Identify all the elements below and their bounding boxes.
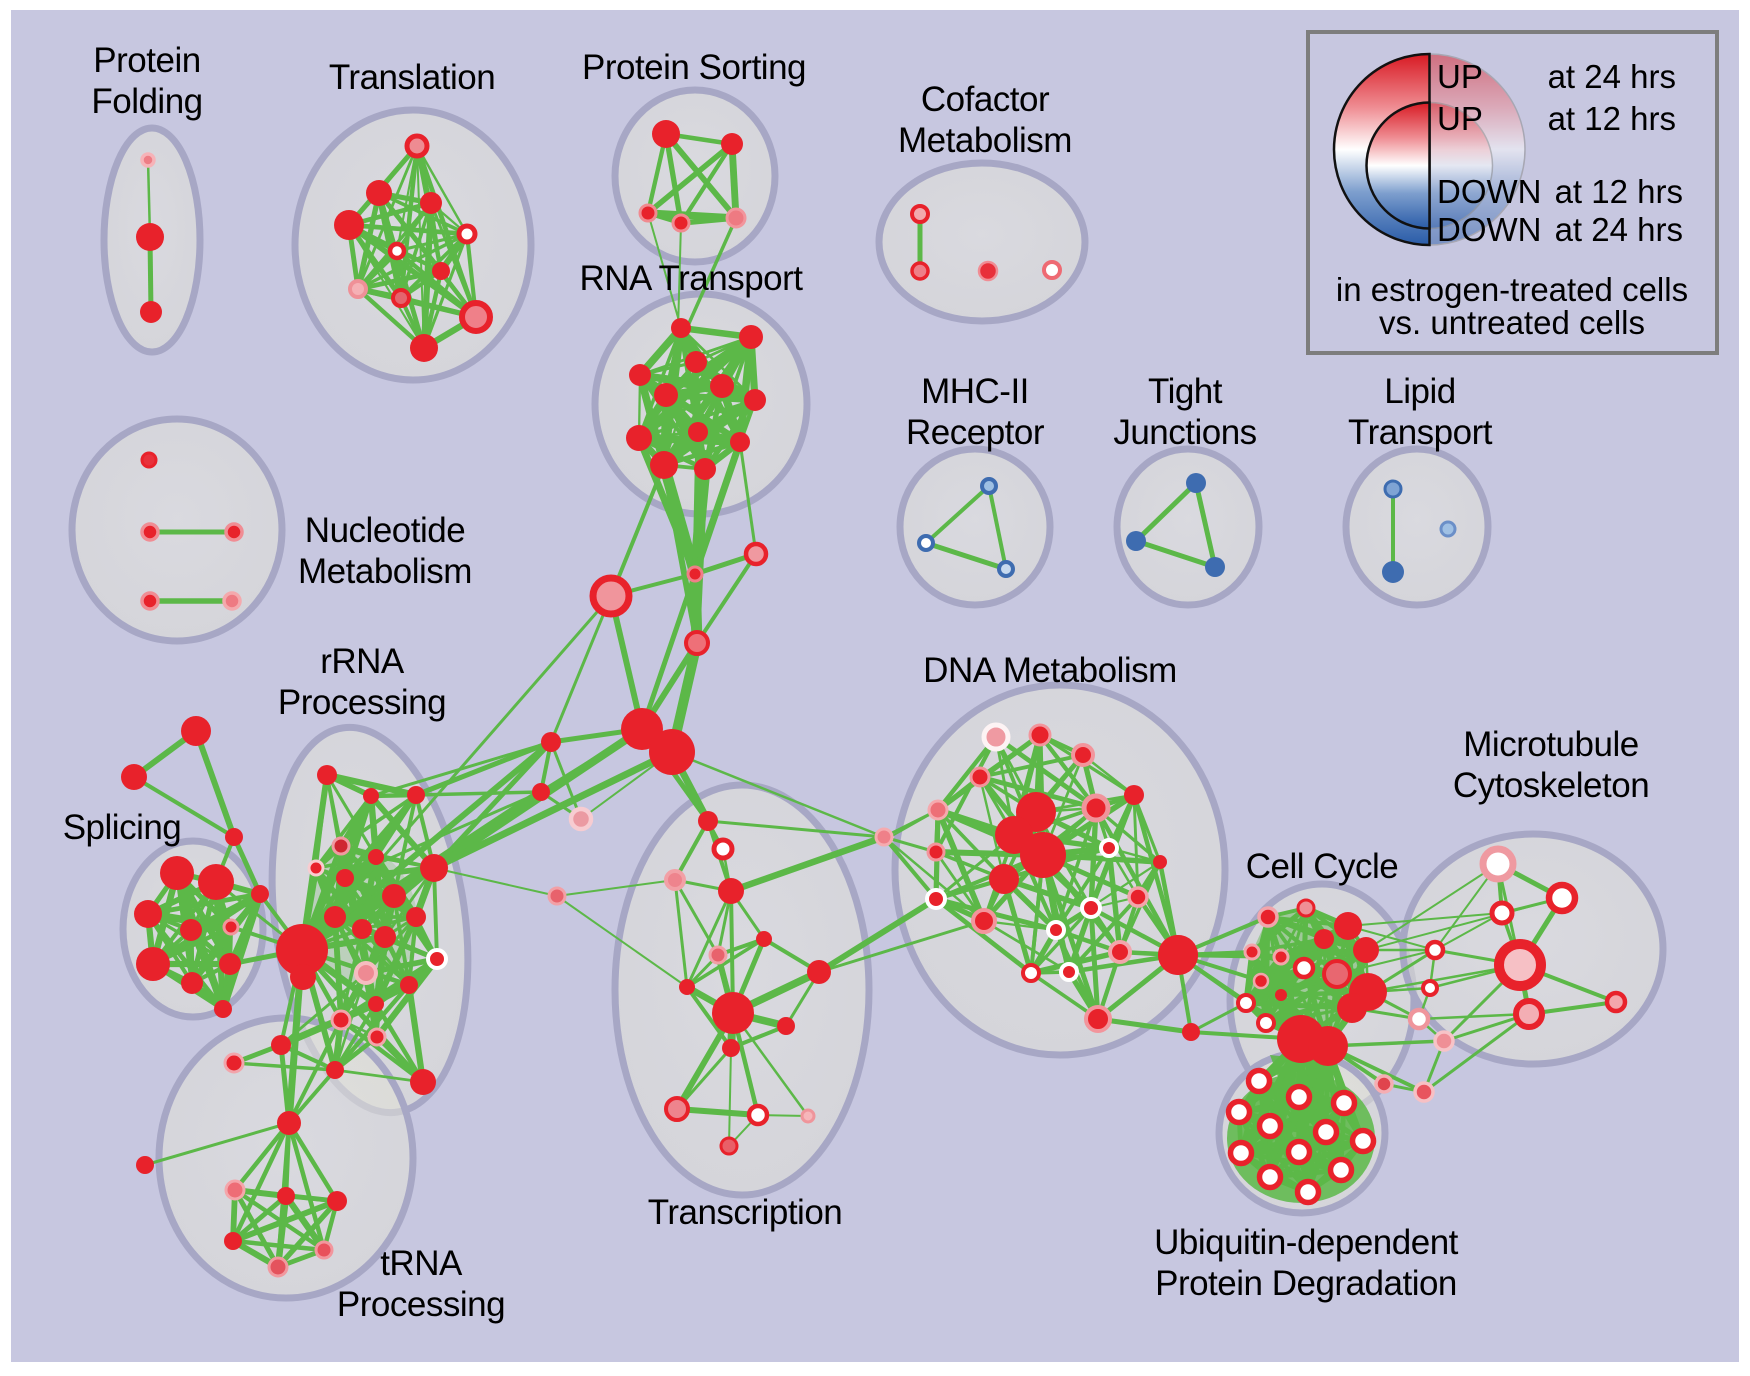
svg-text:Translation: Translation xyxy=(329,58,495,97)
svg-text:Processing: Processing xyxy=(337,1285,505,1324)
svg-text:Protein Degradation: Protein Degradation xyxy=(1155,1264,1457,1303)
svg-text:tRNA: tRNA xyxy=(380,1244,463,1283)
svg-text:Folding: Folding xyxy=(91,82,202,121)
svg-text:Cell Cycle: Cell Cycle xyxy=(1246,847,1399,886)
svg-text:Processing: Processing xyxy=(278,683,446,722)
svg-text:DNA Metabolism: DNA Metabolism xyxy=(923,651,1177,690)
svg-text:Transcription: Transcription xyxy=(648,1193,843,1232)
svg-text:Splicing: Splicing xyxy=(63,808,182,847)
svg-text:Lipid: Lipid xyxy=(1384,372,1455,411)
svg-text:in estrogen-treated cells: in estrogen-treated cells xyxy=(1336,271,1688,308)
svg-text:Receptor: Receptor xyxy=(906,413,1045,452)
svg-text:vs. untreated cells: vs. untreated cells xyxy=(1379,304,1645,341)
svg-text:MHC-II: MHC-II xyxy=(921,372,1029,411)
svg-text:UP: UP xyxy=(1437,100,1483,137)
svg-text:Cytoskeleton: Cytoskeleton xyxy=(1453,766,1649,805)
svg-text:Junctions: Junctions xyxy=(1113,413,1256,452)
svg-text:Protein: Protein xyxy=(93,41,200,80)
svg-text:Tight: Tight xyxy=(1148,372,1223,411)
svg-text:Microtubule: Microtubule xyxy=(1463,725,1638,764)
svg-text:Ubiquitin-dependent: Ubiquitin-dependent xyxy=(1154,1223,1459,1262)
svg-text:at 12 hrs: at 12 hrs xyxy=(1555,173,1683,210)
svg-text:at 24 hrs: at 24 hrs xyxy=(1555,211,1683,248)
svg-text:DOWN: DOWN xyxy=(1437,173,1541,210)
svg-text:Metabolism: Metabolism xyxy=(898,121,1072,160)
svg-text:RNA Transport: RNA Transport xyxy=(579,259,803,298)
svg-text:Metabolism: Metabolism xyxy=(298,552,472,591)
svg-text:at 12 hrs: at 12 hrs xyxy=(1548,100,1676,137)
svg-text:Cofactor: Cofactor xyxy=(921,80,1050,119)
svg-text:UP: UP xyxy=(1437,58,1483,95)
svg-text:DOWN: DOWN xyxy=(1437,211,1541,248)
svg-text:rRNA: rRNA xyxy=(320,642,405,681)
svg-text:at 24 hrs: at 24 hrs xyxy=(1548,58,1676,95)
svg-text:Transport: Transport xyxy=(1348,413,1493,452)
svg-text:Protein Sorting: Protein Sorting xyxy=(582,48,806,87)
svg-text:Nucleotide: Nucleotide xyxy=(305,511,465,550)
